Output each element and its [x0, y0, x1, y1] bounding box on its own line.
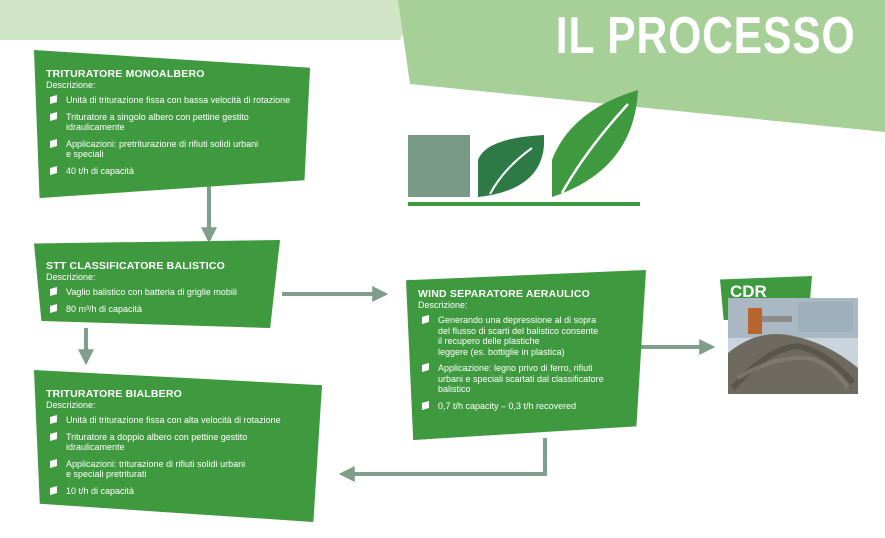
bullet-icon — [422, 315, 429, 324]
list-item: 0,7 t/h capacity – 0,3 t/h recovered — [418, 401, 636, 412]
bullet-icon — [50, 303, 57, 313]
box-trituratore-bialbero: TRITURATORE BIALBERO Descrizione: Unità … — [34, 370, 322, 522]
list-item: Trituratore a doppio albero con pettine … — [46, 432, 312, 453]
list-item: 40 t/h di capacità — [46, 166, 300, 177]
arrow-wind-to-bialbero — [338, 438, 547, 482]
list-item: Applicazione: legno privo di ferro, rifi… — [418, 363, 636, 395]
box-title: WIND SEPARATORE AERAULICO — [418, 288, 591, 300]
bullet-icon — [50, 415, 57, 424]
list-item: Unità di triturazione fissa con bassa ve… — [46, 95, 300, 106]
list-item: Applicazioni: pretriturazione di rifiuti… — [46, 139, 300, 160]
box-desc: Descrizione: — [46, 400, 96, 410]
list-item: Unità di triturazione fissa con alta vel… — [46, 415, 312, 426]
box-desc: Descrizione: — [46, 272, 96, 282]
bullet-icon — [50, 95, 57, 104]
bullet-icon — [422, 363, 429, 372]
list-item: 10 t/h di capacità — [46, 486, 312, 497]
box-title: STT CLASSIFICATORE BALISTICO — [46, 260, 226, 272]
box-title: TRITURATORE MONOALBERO — [46, 68, 205, 80]
box-desc: Descrizione: — [418, 300, 468, 310]
box-title: TRITURATORE BIALBERO — [46, 388, 183, 400]
bullet-icon — [50, 431, 57, 441]
leaf-logo-icon — [408, 90, 640, 206]
bullet-icon — [50, 111, 57, 121]
bullet-icon — [50, 458, 57, 468]
list-item: Vaglio balistico con batteria di griglie… — [46, 287, 270, 298]
list-item: Generando una depressione al di sopra de… — [418, 315, 636, 357]
page-title: IL PROCESSO — [555, 7, 855, 65]
bullet-icon — [50, 287, 57, 296]
box-trituratore-monoalbero: TRITURATORE MONOALBERO Descrizione: Unit… — [34, 50, 310, 198]
list-item: 80 m³/h di capacità — [46, 304, 270, 315]
bullet-icon — [50, 485, 57, 495]
box-desc: Descrizione: — [46, 80, 96, 90]
bullet-icon — [50, 138, 57, 148]
list-item: Trituratore a singolo albero con pettine… — [46, 112, 300, 133]
bullet-icon — [422, 400, 429, 410]
list-item: Applicazioni: triturazione di rifiuti so… — [46, 459, 312, 480]
bullet-icon — [50, 165, 57, 175]
box-wind-separatore: WIND SEPARATORE AERAULICO Descrizione: G… — [406, 270, 646, 440]
box-classificatore-balistico: STT CLASSIFICATORE BALISTICO Descrizione… — [34, 240, 280, 328]
cdr-photo — [728, 298, 858, 394]
